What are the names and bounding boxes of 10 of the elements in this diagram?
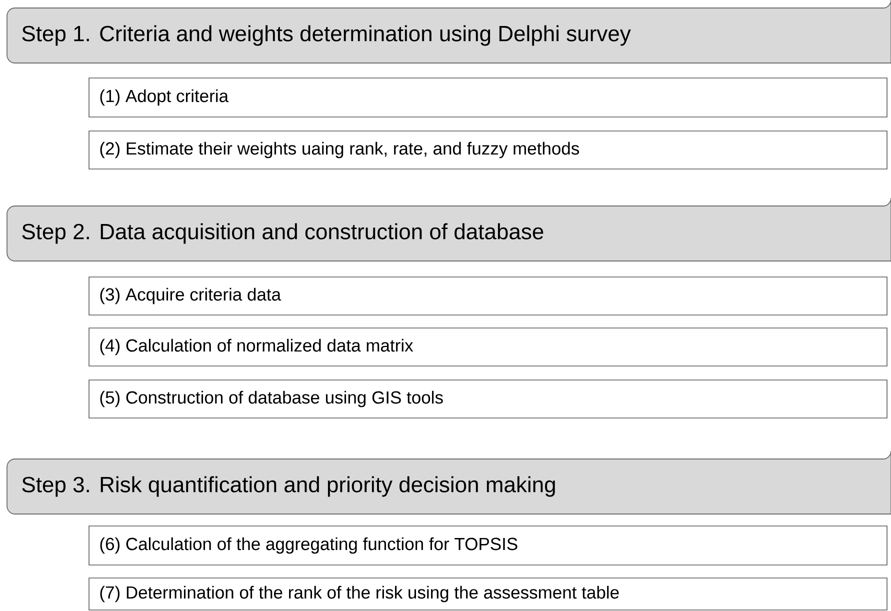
task-box: (4) Calculation of normalized data matrix [88,328,888,366]
task-box: (1) Adopt criteria [88,78,888,118]
step-band: Step 2. Data acquisition and construction of database [6,198,891,262]
task-box: (5) Construction of database using GIS tools [88,380,888,418]
task-box: (6) Calculation of the aggregating function for TOPSIS [88,526,888,566]
step-band: Step 1. Criteria and weights determination using Delphi survey [6,0,891,64]
task-box: (2) Estimate their weights uaing rank, rate, and fuzzy methods [88,130,888,170]
step-band: Step 3. Risk quantification and priority decision making [6,450,891,514]
task-box: (7) Determination of the rank of the risk using the assessment table [88,578,888,610]
task-box: (3) Acquire criteria data [88,276,888,316]
